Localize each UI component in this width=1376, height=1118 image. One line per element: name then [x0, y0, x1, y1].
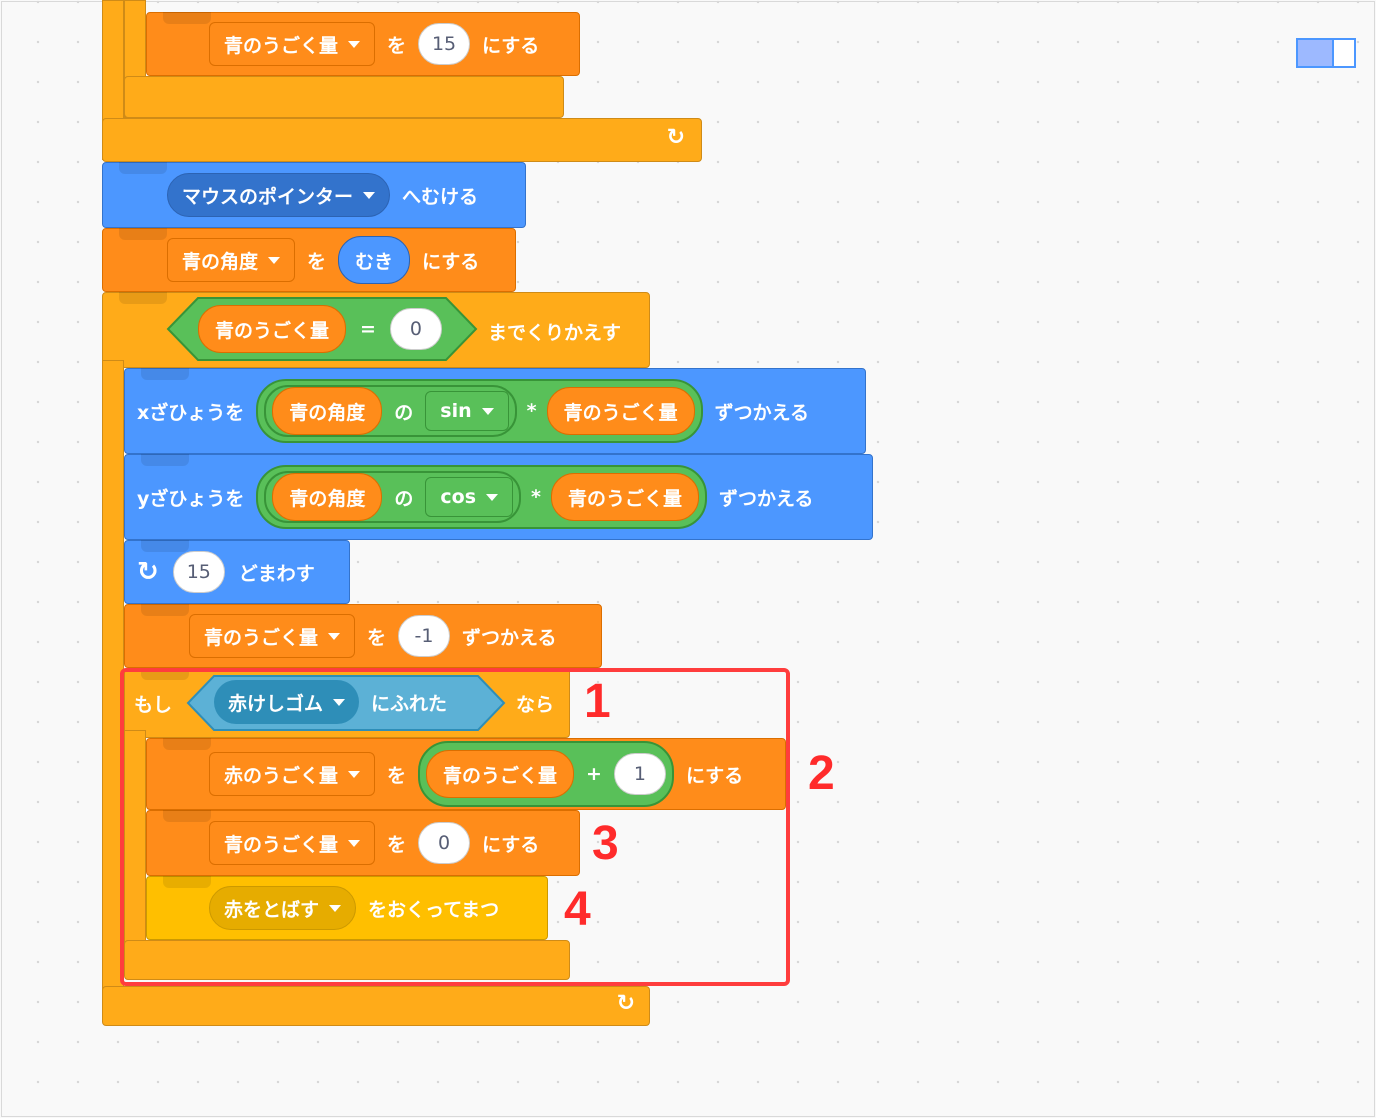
label-touching: にふれた	[371, 692, 448, 715]
multiply-operator[interactable]: 青の角度 の sin * 青のうごく量	[256, 379, 703, 443]
label-of: の	[394, 487, 414, 510]
number-input[interactable]: 0	[418, 822, 471, 864]
chevron-down-icon	[348, 770, 361, 778]
label-change: ずつかえる	[719, 487, 814, 510]
angle-reporter[interactable]: 青の角度	[272, 473, 383, 521]
if-block-bottom[interactable]	[124, 940, 570, 980]
highlight-box	[120, 668, 790, 986]
move-amount-reporter[interactable]: 青のうごく量	[198, 305, 347, 353]
move-amount-reporter[interactable]: 青のうごく量	[426, 750, 575, 798]
chevron-down-icon	[363, 191, 376, 199]
number-input[interactable]: 15	[172, 551, 225, 593]
chevron-down-icon	[268, 256, 281, 264]
multiply-label: *	[526, 400, 537, 422]
label-nisuru: にする	[482, 833, 540, 856]
annotation-2: 2	[808, 747, 835, 800]
set-red-move-block[interactable]: 赤のうごく量 を 青のうごく量 + 1 にする	[146, 738, 786, 810]
label-repeat-until: までくりかえす	[488, 322, 622, 344]
variable-dropdown[interactable]: 青のうごく量	[209, 821, 376, 865]
label-change: ずつかえる	[714, 401, 810, 424]
label-of: の	[394, 401, 414, 424]
annotation-1: 1	[584, 675, 611, 728]
label-wo: を	[367, 626, 387, 649]
number-input[interactable]: 15	[418, 23, 471, 65]
label-then: なら	[516, 694, 555, 716]
chevron-down-icon	[481, 407, 494, 415]
label-wo: を	[387, 34, 407, 57]
stage-size-toggle[interactable]	[1296, 38, 1356, 68]
number-input[interactable]: 1	[613, 753, 666, 795]
variable-dropdown[interactable]: 青のうごく量	[189, 614, 356, 658]
plus-label: +	[586, 763, 602, 785]
label-wo: を	[387, 833, 407, 856]
multiply-operator[interactable]: 青の角度 の cos * 青のうごく量	[256, 465, 707, 529]
label-broadcast-wait: をおくってまつ	[368, 898, 500, 921]
variable-dropdown[interactable]: 赤のうごく量	[209, 752, 376, 796]
label-wo: を	[387, 764, 407, 787]
turn-right-icon: ↻	[137, 557, 159, 587]
annotation-4: 4	[564, 883, 591, 936]
turn-block[interactable]: ↻ 15 どまわす	[124, 540, 350, 604]
variable-dropdown[interactable]: 青のうごく量	[209, 22, 376, 66]
label-nisuru: にする	[482, 34, 540, 57]
set-move-15-block[interactable]: 青のうごく量 を 15 にする	[146, 12, 580, 76]
outer-loop-bottom[interactable]: ↻	[102, 118, 702, 162]
loop-arrow-icon: ↻	[616, 991, 635, 1016]
loop-arrow-icon: ↻	[666, 125, 685, 150]
sensing-target-dropdown[interactable]: 赤けしゴム	[214, 680, 360, 724]
change-y-block[interactable]: yざひょうを 青の角度 の cos * 青のうごく量 ずつかえる	[124, 454, 873, 540]
function-dropdown[interactable]: sin	[425, 391, 509, 431]
chevron-down-icon	[486, 493, 499, 501]
annotation-3: 3	[592, 817, 619, 870]
label-nisuru: にする	[685, 764, 744, 787]
change-x-block[interactable]: xざひょうを 青の角度 の sin * 青のうごく量 ずつかえる	[124, 368, 866, 454]
math-of-block[interactable]: 青の角度 の cos	[264, 471, 522, 523]
toggle-separator	[1332, 40, 1334, 66]
target-dropdown[interactable]: マウスのポインター	[167, 173, 391, 217]
direction-reporter[interactable]: むき	[338, 236, 411, 284]
set-angle-block[interactable]: 青の角度 を むき にする	[102, 228, 516, 292]
label-wo: を	[307, 250, 327, 273]
message-dropdown[interactable]: 赤をとばす	[209, 886, 357, 930]
function-dropdown[interactable]: cos	[425, 477, 514, 517]
label-hemukeru: へむける	[402, 185, 479, 208]
chevron-down-icon	[328, 632, 341, 640]
label-change: ずつかえる	[462, 626, 557, 649]
toggle-fill	[1298, 40, 1332, 66]
broadcast-wait-block[interactable]: 赤をとばす をおくってまつ	[146, 876, 548, 940]
number-input[interactable]: -1	[398, 615, 451, 657]
move-amount-reporter[interactable]: 青のうごく量	[550, 473, 699, 521]
angle-reporter[interactable]: 青の角度	[272, 387, 383, 435]
chevron-down-icon	[329, 904, 342, 912]
point-towards-block[interactable]: マウスのポインター へむける	[102, 162, 526, 228]
label-change-y: yざひょうを	[137, 487, 245, 510]
label-if: もし	[134, 694, 173, 716]
multiply-label: *	[531, 486, 541, 508]
repeat-until-bottom[interactable]: ↻	[102, 986, 650, 1026]
label-degrees: どまわす	[238, 562, 315, 585]
change-move-block[interactable]: 青のうごく量 を -1 ずつかえる	[124, 604, 602, 668]
move-amount-reporter[interactable]: 青のうごく量	[546, 387, 695, 435]
chevron-down-icon	[333, 698, 346, 706]
label-change-x: xざひょうを	[137, 401, 245, 424]
equals-label: =	[360, 318, 376, 340]
variable-dropdown[interactable]: 青の角度	[167, 238, 296, 282]
math-of-block[interactable]: 青の角度 の sin	[264, 385, 517, 437]
inner-loop-bottom[interactable]	[124, 76, 564, 118]
number-input[interactable]: 0	[389, 308, 442, 350]
chevron-down-icon	[348, 839, 361, 847]
chevron-down-icon	[348, 40, 361, 48]
label-nisuru: にする	[422, 250, 480, 273]
set-move-0-block[interactable]: 青のうごく量 を 0 にする	[146, 810, 580, 876]
add-operator[interactable]: 青のうごく量 + 1	[418, 741, 674, 807]
